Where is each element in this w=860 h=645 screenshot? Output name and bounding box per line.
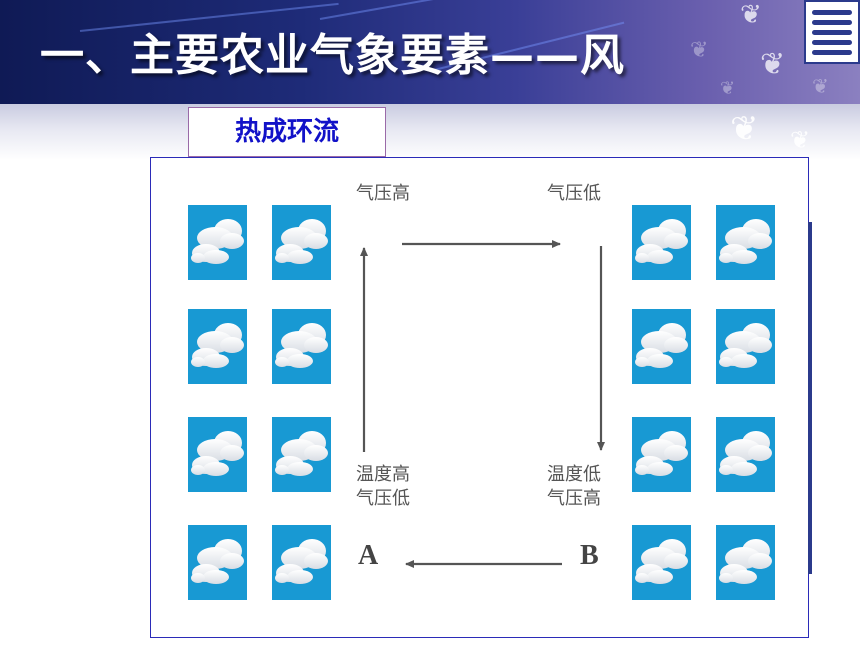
diagram-subtitle: 热成环流 <box>188 107 386 157</box>
cloud-icon <box>716 525 775 600</box>
butterfly-icon: ❦ <box>690 38 709 63</box>
butterfly-icon: ❦ <box>790 126 811 154</box>
school-logo-icon <box>804 0 860 64</box>
cloud-icon <box>632 205 691 280</box>
bottom-left-label-line2: 气压低 <box>356 488 410 509</box>
cloud-icon <box>272 309 331 384</box>
cloud-icon <box>632 417 691 492</box>
point-b-label: B <box>580 540 599 571</box>
butterfly-icon: ❦ <box>730 109 759 149</box>
banner-fade: ❦ ❦ <box>0 104 860 160</box>
butterfly-icon: ❦ <box>760 47 786 82</box>
title-banner: ❦ ❦ ❦ ❦ ❦ <box>0 0 860 104</box>
cloud-icon <box>272 525 331 600</box>
frame-side-bar <box>808 222 812 574</box>
cloud-icon <box>716 309 775 384</box>
top-left-label: 气压高 <box>356 183 410 204</box>
top-right-label: 气压低 <box>547 183 601 204</box>
cloud-icon <box>188 525 247 600</box>
cloud-icon <box>716 205 775 280</box>
cloud-icon <box>188 205 247 280</box>
butterfly-icon: ❦ <box>720 78 736 99</box>
cloud-icon <box>632 309 691 384</box>
cloud-icon <box>632 525 691 600</box>
cloud-icon <box>188 417 247 492</box>
butterfly-icon: ❦ <box>740 0 762 30</box>
slide-title: 一、主要农业气象要素——风 <box>40 30 625 81</box>
point-a-label: A <box>358 540 379 571</box>
cloud-icon <box>716 417 775 492</box>
bottom-left-label-line1: 温度高 <box>356 464 410 485</box>
bottom-right-label-line1: 温度低 <box>547 464 601 485</box>
butterfly-icon: ❦ <box>812 74 829 98</box>
cloud-icon <box>188 309 247 384</box>
cloud-icon <box>272 417 331 492</box>
cloud-icon <box>272 205 331 280</box>
diagram-frame <box>150 157 809 638</box>
bottom-right-label-line2: 气压高 <box>547 488 601 509</box>
